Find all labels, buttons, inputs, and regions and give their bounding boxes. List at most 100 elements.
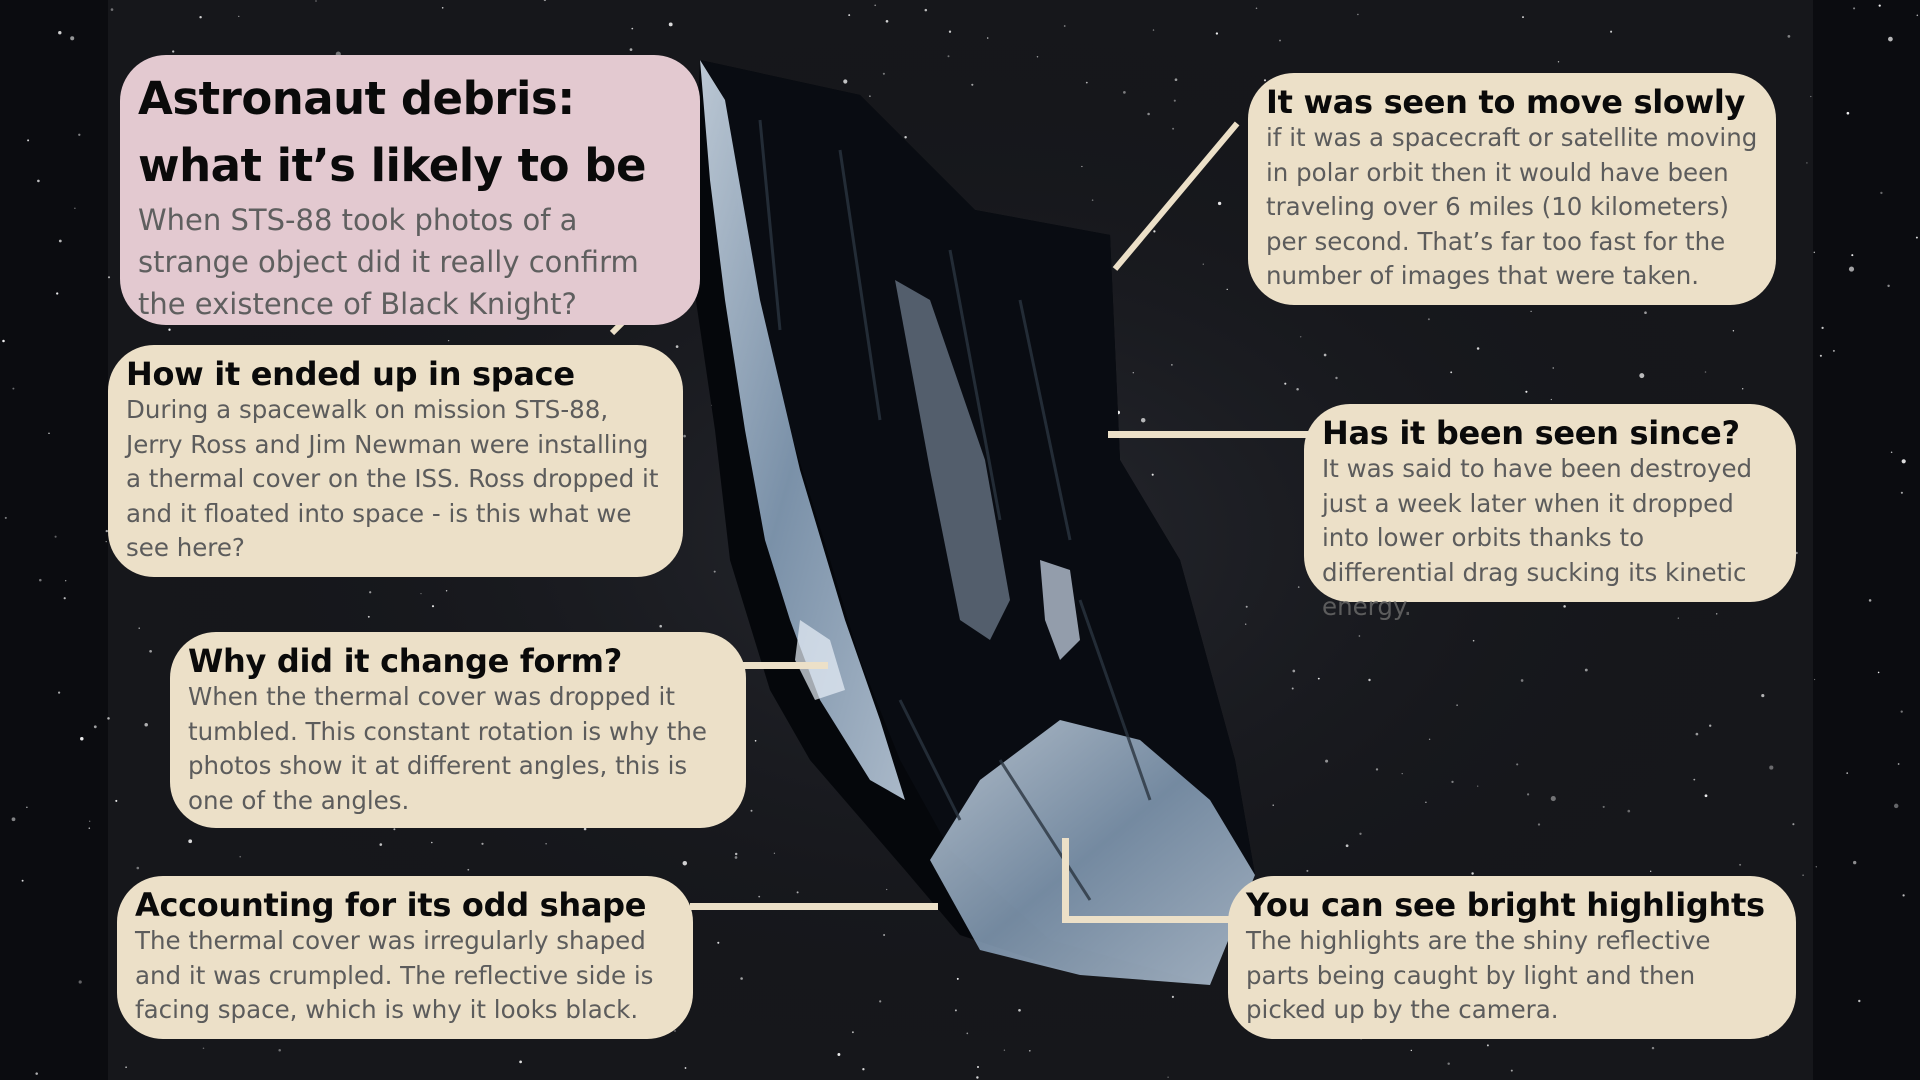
star [977, 1066, 979, 1068]
star [1451, 780, 1454, 784]
star [1153, 230, 1156, 233]
star [583, 827, 587, 831]
star [1832, 349, 1835, 352]
star [1003, 1049, 1006, 1051]
star [26, 806, 28, 808]
star [58, 31, 62, 35]
star [56, 292, 59, 295]
star [1897, 763, 1900, 765]
star [93, 725, 97, 729]
star [1888, 36, 1893, 42]
star [1123, 91, 1126, 94]
star [238, 15, 240, 18]
star [1028, 1049, 1031, 1052]
star [1792, 823, 1795, 826]
star [848, 14, 851, 17]
star [1510, 1069, 1513, 1072]
star [37, 179, 40, 183]
star [1704, 371, 1707, 373]
card-body: The highlights are the shiny reflective … [1246, 926, 1711, 1024]
star [107, 276, 111, 279]
star [369, 591, 372, 594]
star [1878, 4, 1881, 7]
star [1552, 367, 1554, 369]
star [1695, 732, 1699, 736]
star [89, 820, 91, 822]
star [1715, 613, 1718, 615]
star [684, 1067, 687, 1069]
card-ended-up-in-space: How it ended up in space During a spacew… [108, 345, 683, 577]
star [367, 615, 370, 618]
star [1081, 165, 1083, 168]
star [74, 207, 76, 209]
card-seen-since: Has it been seen since? It was said to h… [1304, 404, 1796, 621]
star [1802, 874, 1804, 877]
star [1486, 1044, 1489, 1047]
card-heading: It was seen to move slowly [1266, 83, 1746, 121]
star [1299, 336, 1302, 338]
star [1787, 35, 1791, 38]
star [674, 1030, 676, 1032]
star [1890, 451, 1893, 453]
star [750, 809, 753, 812]
star [1644, 311, 1647, 315]
star [1851, 254, 1854, 257]
star [1171, 364, 1173, 366]
star [149, 649, 152, 653]
star [1263, 79, 1267, 82]
star [1846, 111, 1850, 115]
star [874, 4, 877, 7]
star [1557, 61, 1560, 63]
star [545, 843, 547, 845]
star [1853, 860, 1857, 865]
star [1563, 605, 1566, 608]
star [1036, 56, 1039, 58]
star [58, 691, 61, 694]
star [70, 36, 75, 41]
star [39, 578, 42, 582]
star [1427, 318, 1430, 321]
star [1742, 388, 1744, 390]
star [1901, 459, 1906, 464]
star [675, 345, 679, 348]
star [1868, 599, 1872, 602]
star [519, 1060, 522, 1064]
star [105, 529, 108, 533]
star [1520, 679, 1524, 682]
star [420, 592, 422, 595]
star [315, 0, 317, 2]
star [1709, 724, 1712, 727]
star [107, 717, 110, 720]
star [1693, 778, 1696, 781]
star [796, 891, 799, 894]
star [1317, 677, 1320, 680]
star [758, 895, 761, 898]
star [1650, 870, 1652, 872]
star [1428, 738, 1431, 741]
star [1530, 310, 1532, 313]
star [924, 8, 928, 12]
star [1167, 1076, 1169, 1079]
page-subtitle: When STS-88 took photos of a strange obj… [138, 203, 639, 321]
star [202, 1047, 205, 1049]
star [1450, 371, 1453, 374]
star [168, 328, 171, 331]
connector-odd-shape [690, 903, 938, 910]
star [1226, 288, 1228, 291]
star [851, 1031, 854, 1034]
star [1063, 25, 1066, 27]
star [1171, 995, 1174, 998]
star [862, 1068, 865, 1071]
star [966, 1032, 969, 1035]
star [58, 239, 62, 243]
star [773, 852, 776, 854]
star [1174, 78, 1178, 82]
star [1401, 772, 1403, 775]
star [1677, 617, 1679, 619]
star [80, 736, 84, 741]
star [199, 15, 202, 19]
star [1915, 236, 1918, 239]
connector-change-form [742, 662, 828, 669]
star [683, 434, 686, 438]
star [1476, 347, 1480, 350]
